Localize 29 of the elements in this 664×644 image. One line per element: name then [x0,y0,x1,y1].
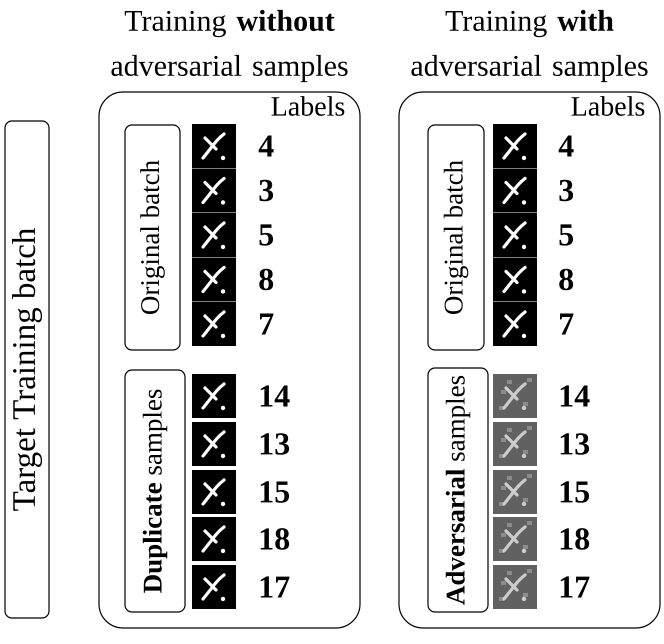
column-header: Labels [571,96,644,116]
group-box: Adversarial samples [427,367,489,613]
label-number: 7 [560,314,574,334]
label-number: 4 [258,135,274,157]
label-number: 18 [260,528,290,550]
panel-heading: Training without adversarial samples [111,10,348,82]
label-number: 14 [260,385,290,407]
group-box: Original batch [427,124,485,351]
label-number: 18 [560,528,590,550]
label-number: 3 [559,180,574,202]
label-number: 8 [559,268,574,290]
label-number: 13 [260,433,290,455]
column-header: Labels [271,96,344,116]
label-number: 17 [260,576,290,598]
label-number: 15 [260,481,290,503]
label-number: 15 [560,481,590,503]
group-box: Original batch [124,124,181,351]
label-number: 5 [560,224,574,246]
label-number: 8 [259,268,274,290]
group-box: Duplicate samples [124,369,186,613]
label-number: 17 [560,576,590,598]
panel-heading: Training with adversarial samples [411,10,648,82]
label-box: Target Training batch [4,120,50,619]
label-number: 3 [259,180,274,202]
label-number: 4 [558,135,574,157]
label-number: 13 [560,433,590,455]
label-number: 5 [260,224,274,246]
label-number: 14 [560,385,590,407]
label-number: 7 [260,314,274,334]
